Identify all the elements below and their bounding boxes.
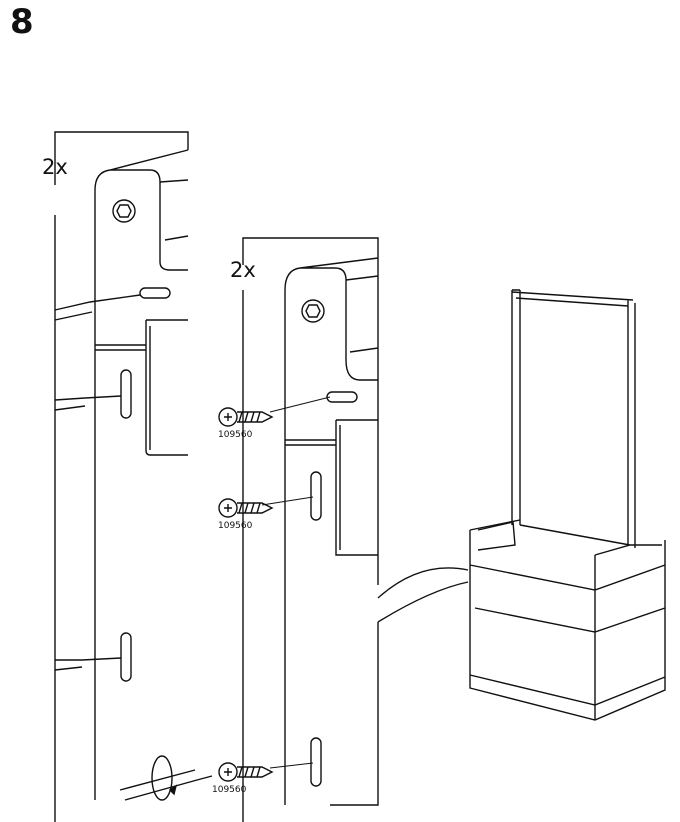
screw-icon xyxy=(218,407,274,427)
part-number: 109560 xyxy=(218,521,253,531)
screw-icon xyxy=(218,762,274,782)
part-number: 109560 xyxy=(212,785,247,795)
screwdriver-icon xyxy=(119,755,213,801)
part-number: 109560 xyxy=(218,430,253,440)
step-number: 8 xyxy=(10,2,34,42)
cabinet-icon xyxy=(469,289,666,721)
left-detail-panel xyxy=(54,131,189,822)
quantity-label: 2x xyxy=(230,258,256,282)
middle-detail-panel xyxy=(242,237,469,822)
screw-icon xyxy=(218,498,274,518)
quantity-label: 2x xyxy=(42,155,68,179)
